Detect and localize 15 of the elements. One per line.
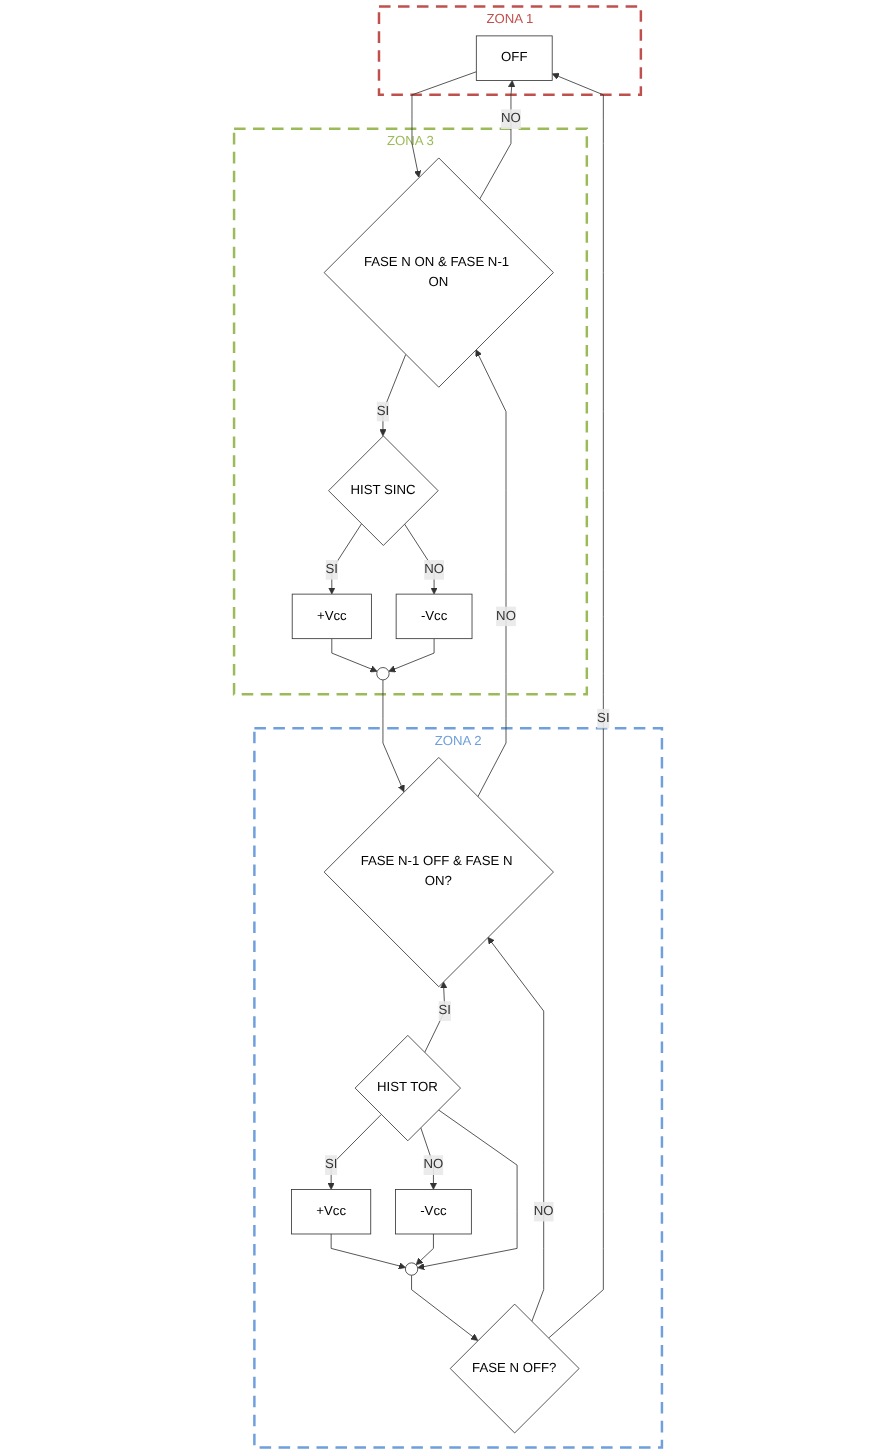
cluster (377, 5, 643, 97)
node-diamond (323, 157, 554, 388)
node-box (291, 593, 372, 640)
node-diamond (449, 1303, 580, 1434)
node-diamond (354, 1034, 461, 1142)
node-box (475, 35, 553, 81)
cluster (253, 726, 664, 1449)
cluster (232, 127, 589, 696)
node-diamond (323, 757, 554, 988)
node-box (395, 1189, 472, 1235)
node-box (291, 1189, 372, 1235)
node-circle (404, 1262, 419, 1276)
node-box (395, 593, 473, 640)
node-circle (376, 667, 390, 681)
node-diamond (328, 435, 439, 546)
